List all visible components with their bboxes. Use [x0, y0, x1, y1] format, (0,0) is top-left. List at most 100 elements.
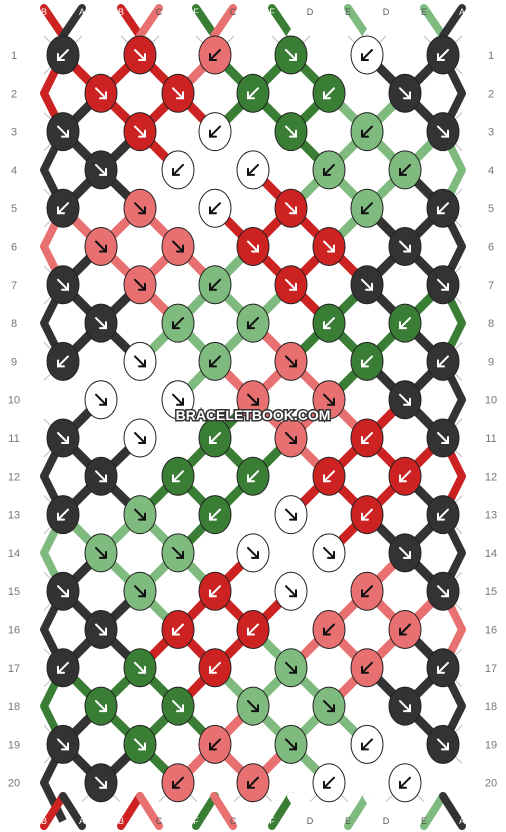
knot — [84, 456, 118, 496]
knot — [236, 380, 270, 420]
knot — [388, 533, 422, 573]
knot — [84, 763, 118, 803]
arrow-down-right-icon — [95, 546, 107, 559]
arrow-down-right-icon — [437, 432, 449, 444]
arrow-down-right-icon — [134, 202, 146, 215]
arrow-down-left-icon — [209, 355, 221, 368]
knot — [312, 686, 346, 726]
top-strand-F — [192, 4, 219, 40]
top-strand-A — [59, 4, 86, 40]
knot — [123, 571, 157, 611]
arrow-down-left-icon — [209, 432, 221, 444]
knot — [236, 763, 270, 803]
arrow-down-left-icon — [361, 661, 373, 674]
bottom-strand-C — [136, 792, 163, 830]
arrow-down-right-icon — [247, 240, 259, 253]
bottom-strand-A — [59, 792, 86, 830]
knot — [274, 265, 308, 305]
knot — [312, 227, 346, 266]
arrow-down-left-icon — [361, 202, 373, 215]
top-strand-label: C — [156, 7, 163, 17]
bottom-strand-label: F — [193, 816, 199, 826]
bottom-strand-label: B — [118, 816, 124, 826]
arrow-down-left-icon — [247, 87, 259, 100]
knot — [274, 188, 308, 228]
knot — [312, 533, 346, 573]
knot — [123, 724, 157, 764]
row-number-right: 5 — [488, 203, 494, 215]
arrow-down-right-icon — [57, 738, 69, 751]
knot — [426, 188, 460, 228]
arrow-down-right-icon — [134, 432, 146, 444]
knot — [350, 495, 384, 535]
arrow-down-right-icon — [285, 202, 297, 215]
knot — [161, 380, 195, 420]
knot — [350, 35, 384, 75]
knot — [388, 763, 422, 803]
knot — [388, 150, 422, 190]
arrow-down-left-icon — [209, 508, 221, 521]
bottom-strand-B — [117, 792, 144, 830]
knot — [236, 73, 270, 113]
arrow-down-left-icon — [361, 432, 373, 444]
knot — [350, 265, 384, 305]
arrow-down-right-icon — [134, 508, 146, 521]
knot — [350, 418, 384, 458]
arrow-down-left-icon — [247, 163, 259, 176]
bottom-strand-F — [192, 792, 219, 830]
knot — [426, 112, 460, 152]
row-number-left: 6 — [11, 242, 17, 254]
row-number-left: 2 — [11, 88, 17, 100]
arrow-down-left-icon — [361, 738, 373, 751]
knot — [84, 227, 118, 266]
arrow-down-left-icon — [209, 585, 221, 598]
knot — [312, 610, 346, 649]
knot — [312, 456, 346, 496]
knots-layer — [46, 35, 460, 803]
arrow-down-right-icon — [247, 393, 259, 406]
knot — [426, 495, 460, 535]
row-number-left: 18 — [8, 701, 20, 713]
knot — [426, 648, 460, 688]
knot — [46, 112, 80, 152]
knot — [236, 303, 270, 343]
arrow-down-right-icon — [399, 240, 411, 253]
arrow-down-left-icon — [437, 661, 449, 674]
row-number-left: 16 — [8, 625, 20, 637]
row-number-right: 7 — [488, 280, 494, 292]
bottom-strand-label: C — [156, 816, 163, 826]
knot — [274, 35, 308, 75]
knot — [123, 648, 157, 688]
arrow-down-right-icon — [285, 585, 297, 598]
knot — [312, 303, 346, 343]
arrow-down-right-icon — [134, 125, 146, 138]
bottom-strand-D — [363, 792, 390, 830]
knot — [161, 610, 195, 649]
knot — [426, 571, 460, 611]
row-number-right: 11 — [485, 433, 496, 445]
arrow-down-right-icon — [285, 738, 297, 751]
arrow-down-right-icon — [95, 393, 107, 406]
knot — [236, 686, 270, 726]
knot — [350, 571, 384, 611]
knot — [123, 341, 157, 381]
row-number-right: 18 — [485, 701, 497, 713]
arrow-down-left-icon — [172, 776, 184, 789]
arrow-down-left-icon — [323, 470, 335, 483]
row-number-right: 13 — [485, 510, 497, 522]
knot — [198, 495, 232, 535]
knot — [198, 648, 232, 688]
arrow-down-left-icon — [247, 470, 259, 483]
arrow-down-right-icon — [323, 393, 335, 406]
row-number-left: 10 — [8, 395, 20, 407]
knot — [84, 610, 118, 649]
row-number-left: 15 — [8, 586, 20, 598]
knot — [46, 724, 80, 764]
top-strand-label: E — [421, 7, 427, 17]
row-number-right: 4 — [488, 165, 494, 177]
top-strand-label: F — [269, 7, 275, 17]
arrow-down-right-icon — [285, 508, 297, 521]
arrow-down-right-icon — [57, 432, 69, 444]
arrow-down-right-icon — [172, 393, 184, 406]
row-number-right: 20 — [485, 778, 497, 790]
